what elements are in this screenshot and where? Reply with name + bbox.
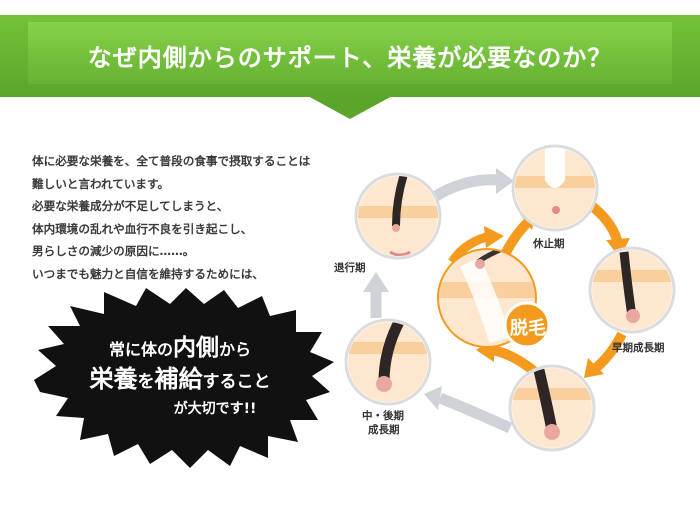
label-early-growth: 早期成長期 <box>612 342 665 354</box>
intro-line: 体に必要な栄養を、全て普段の食事で摂取することは <box>32 154 311 168</box>
label-mid-late-growth-1: 中・後期 <box>362 410 404 422</box>
orange-arrow-bottom-right <box>584 331 627 378</box>
callout-text-fragment: を <box>137 372 155 392</box>
stage-early-growth-circle <box>588 246 676 334</box>
callout-line-1: 常に体の内側から <box>40 334 320 362</box>
callout-text: 常に体の内側から 栄養を補給すること が大切です!! <box>40 334 320 422</box>
intro-line: 体内環境の乱れや血行不良を引き起こし、 <box>32 221 253 236</box>
label-shedding: 脱毛 <box>510 318 546 339</box>
orange-arrow-top-right <box>588 202 630 258</box>
intro-line: 必要な栄養成分が不足してしまうと、 <box>32 199 229 213</box>
label-mid-late-growth-2: 成長期 <box>368 424 400 436</box>
callout-text-fragment: 常に体の <box>108 340 173 359</box>
gray-arrow-left <box>363 272 389 318</box>
gray-arrow-top <box>433 168 514 201</box>
header-banner: なぜ内側からのサポート、栄養が必要なのか？ <box>0 15 700 119</box>
stage-resting-circle <box>511 144 599 232</box>
stage-mid-growth-circle <box>344 318 432 406</box>
callout-emphasis: 内側 <box>173 335 219 361</box>
label-regression: 退行期 <box>334 262 366 274</box>
intro-line: 男らしさの減少の原因に……。 <box>32 244 195 258</box>
intro-paragraph: 体に必要な栄養を、全て普段の食事で摂取することは 難しいと言われています。 必要… <box>32 150 352 285</box>
callout-text-fragment: すること <box>202 372 271 392</box>
intro-line: いつまでも魅力と自信を維持するためには、 <box>32 266 264 281</box>
callout-emphasis: 栄養 <box>89 365 138 393</box>
intro-line: 難しいと言われています。 <box>32 176 170 191</box>
page-title: なぜ内側からのサポート、栄養が必要なのか？ <box>87 44 613 72</box>
orange-ring-arrowhead <box>484 226 504 248</box>
callout-text-fragment: から <box>219 340 252 359</box>
callout-line-3: が大切です!! <box>173 401 257 417</box>
label-resting: 休止期 <box>533 238 565 250</box>
banner-pointer <box>306 95 394 119</box>
callout-emphasis: 補給 <box>154 365 203 393</box>
banner-inner-panel <box>28 22 672 84</box>
burst-shape <box>34 288 334 468</box>
shedding-badge <box>503 301 551 349</box>
gray-arrow-bottom <box>424 386 513 434</box>
stage-late-growth-circle <box>508 364 596 452</box>
stage-regression-circle <box>354 172 442 260</box>
callout-line-2: 栄養を補給すること <box>40 362 320 396</box>
